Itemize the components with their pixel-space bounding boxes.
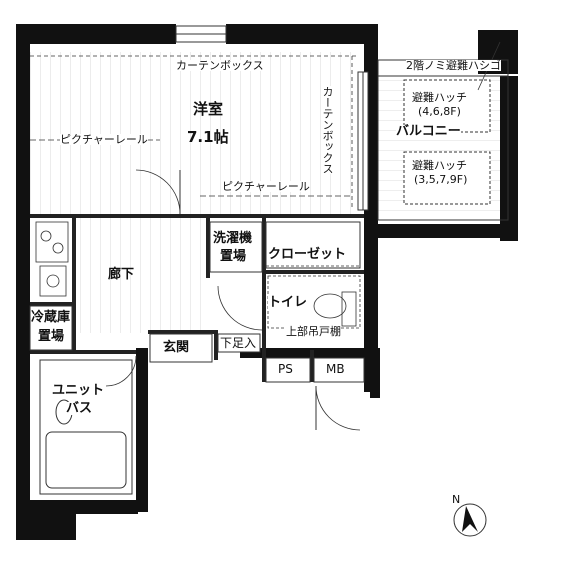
fridge-box <box>29 305 73 351</box>
unit-bath <box>39 359 133 495</box>
evac-hatch-2-floors: (3,5,7,9F) <box>414 173 468 186</box>
mb-label: MB <box>326 362 345 376</box>
room-door-swing <box>135 169 181 215</box>
toilet-door-swing <box>217 285 263 331</box>
washer-label-1: 洗濯機 <box>213 231 253 246</box>
washer-label-2: 置場 <box>220 249 247 264</box>
north-label: N <box>452 493 461 506</box>
toilet-label: トイレ <box>268 295 308 310</box>
evac-ladder-note: 2階ノミ避難ハシゴ <box>406 59 501 72</box>
ps-box <box>265 357 311 383</box>
shoe-rack-label: 下足入 <box>220 336 257 350</box>
front-door-swing <box>315 385 361 431</box>
picture-rail-left-label: ピクチャーレール <box>60 133 148 146</box>
closet-frame <box>265 221 361 269</box>
western-room-label: 洋室 <box>193 100 224 118</box>
unit-bath-label-1: ユニット <box>52 383 105 398</box>
upper-shelf-label: 上部吊戸棚 <box>286 325 341 338</box>
mb-box <box>313 357 365 383</box>
corridor-floor <box>76 218 206 333</box>
entrance-box <box>149 333 213 363</box>
ps-label: PS <box>278 362 293 376</box>
evac-hatch-1-title: 避難ハッチ <box>412 91 467 104</box>
corridor-label: 廊下 <box>108 267 135 282</box>
evac-hatch-2-title: 避難ハッチ <box>412 159 467 172</box>
washer-frame <box>209 221 263 273</box>
curtain-box-top-label: カーテンボックス <box>176 59 264 72</box>
bath-door-swing <box>105 355 137 387</box>
picture-rail-bottom-label: ピクチャーレール <box>222 180 310 193</box>
fridge-label-2: 置場 <box>38 329 65 344</box>
north-arrow-icon <box>453 503 487 537</box>
evac-hatch-1-floors: (4,6,8F) <box>418 105 461 118</box>
unit-bath-label-2: バス <box>66 401 93 416</box>
fridge-label-1: 冷蔵庫 <box>31 310 71 325</box>
balcony-label: バルコニー <box>396 124 461 139</box>
closet-label: クローゼット <box>268 247 347 262</box>
western-room-size: 7.1帖 <box>187 128 229 146</box>
stove <box>35 221 69 297</box>
evac-hatch-2-box <box>403 151 491 205</box>
entrance-label: 玄関 <box>163 340 190 355</box>
curtain-box-side-label: カーテンボックス <box>321 86 334 174</box>
shoe-rack-box <box>217 333 261 353</box>
interior-walls <box>30 214 364 382</box>
